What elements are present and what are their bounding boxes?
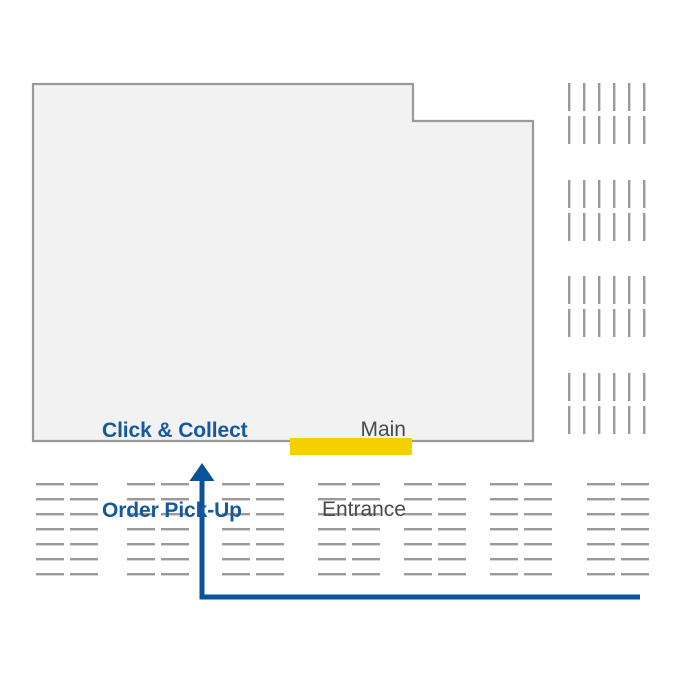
parking-group-bottom-1 xyxy=(36,483,98,576)
store-building xyxy=(31,82,535,443)
parking-group-bottom-3 xyxy=(222,483,284,576)
route-path xyxy=(199,470,640,600)
parking-lot-right xyxy=(568,83,646,434)
main-entrance-marker xyxy=(290,438,412,455)
parking-group-bottom-2 xyxy=(127,483,189,576)
route-arrow-icon xyxy=(189,463,215,481)
parking-group-bottom-7 xyxy=(587,483,649,576)
click-collect-route xyxy=(189,463,640,600)
parking-lot-bottom xyxy=(36,483,649,576)
parking-group-bottom-5 xyxy=(404,483,466,576)
parking-group-right-1 xyxy=(568,83,646,144)
parking-group-right-4 xyxy=(568,373,646,434)
parking-group-bottom-6 xyxy=(490,483,552,576)
parking-group-right-2 xyxy=(568,180,646,241)
parking-group-right-3 xyxy=(568,276,646,337)
parking-group-bottom-4 xyxy=(318,483,380,576)
